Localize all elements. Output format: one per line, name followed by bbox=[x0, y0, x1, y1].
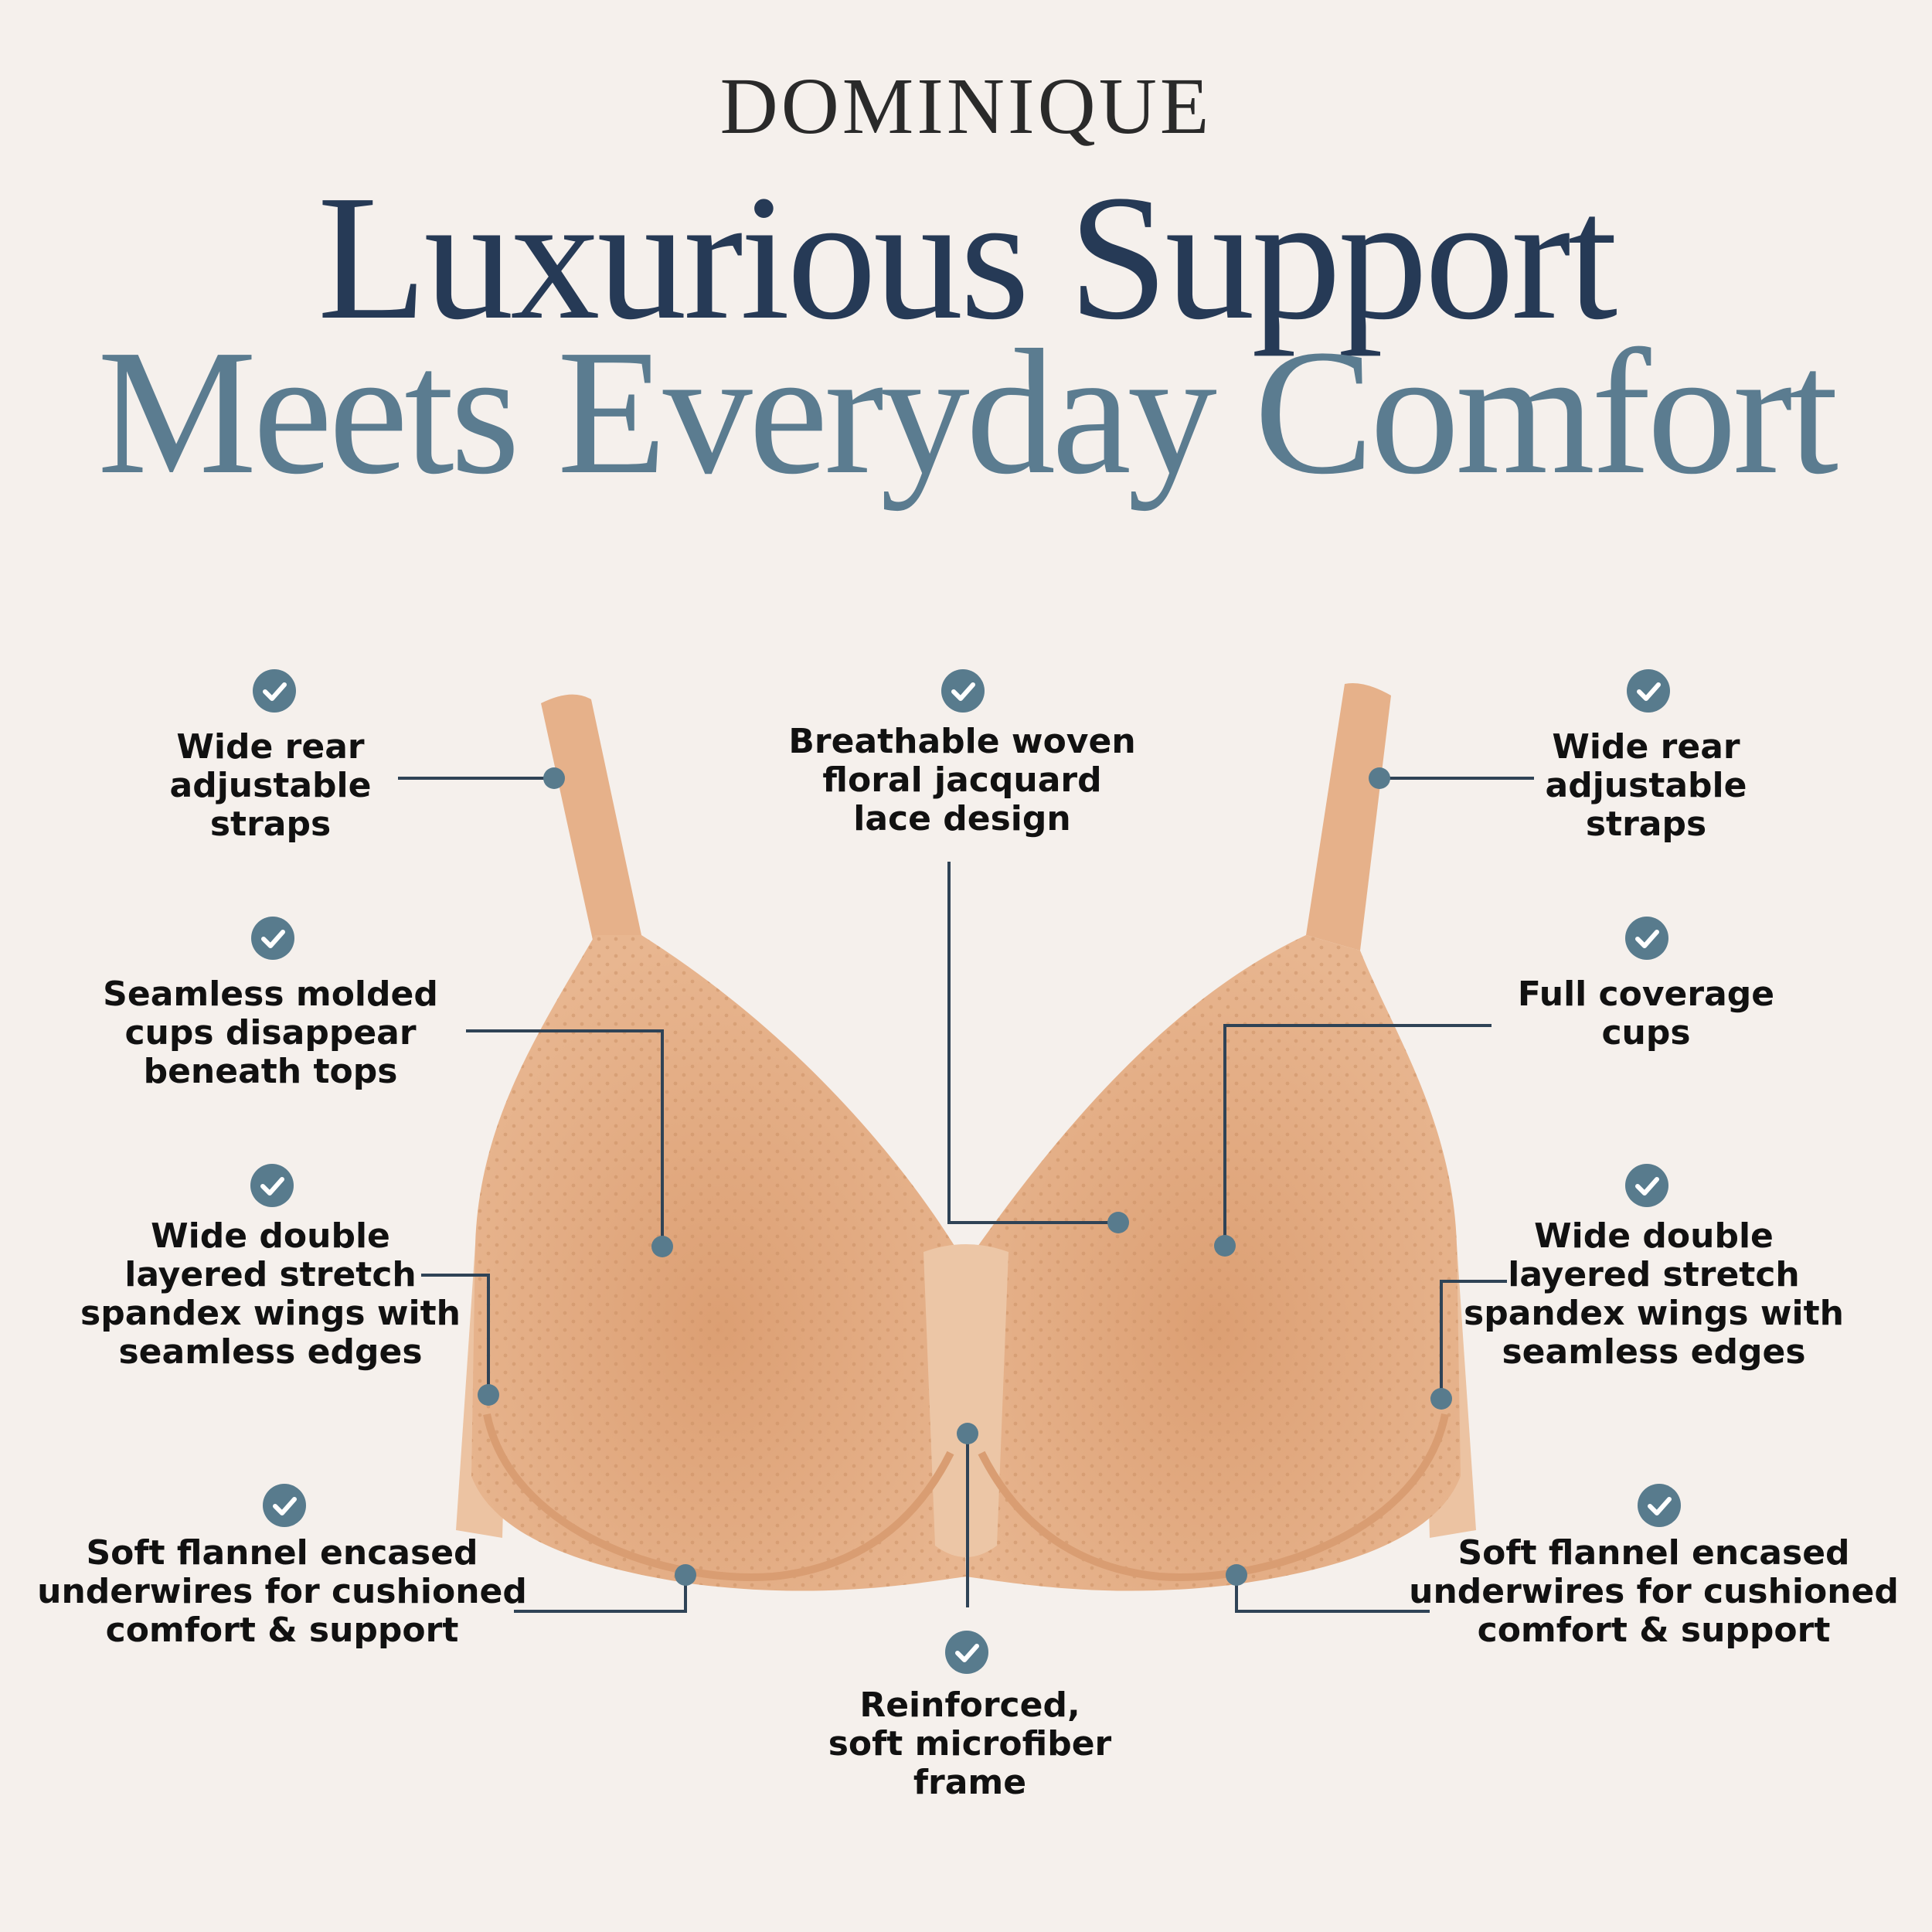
feature-left-wings: Wide double layered stretch spandex wing… bbox=[80, 1216, 461, 1372]
pointer-dot-icon bbox=[1107, 1212, 1129, 1233]
leader-right-underwire bbox=[1235, 1575, 1430, 1613]
checkmark-circle-icon bbox=[250, 1164, 294, 1207]
checkmark-circle-icon bbox=[263, 1484, 306, 1527]
feature-left-straps: Wide rear adjustable straps bbox=[169, 727, 372, 844]
brand-logo: DOMINIQUE bbox=[719, 62, 1213, 151]
leader-right-wings bbox=[1440, 1280, 1507, 1399]
right-underwire bbox=[978, 1413, 1449, 1581]
headline-line-2: Meets Everyday Comfort bbox=[97, 313, 1838, 512]
feature-left-underwire: Soft flannel encased underwires for cush… bbox=[37, 1533, 527, 1650]
pointer-dot-icon bbox=[1430, 1388, 1452, 1410]
pointer-dot-icon bbox=[957, 1423, 978, 1444]
checkmark-circle-icon bbox=[941, 669, 985, 713]
feature-right-wings: Wide double layered stretch spandex wing… bbox=[1464, 1216, 1844, 1372]
leader-left-wings bbox=[421, 1274, 490, 1395]
leader-left-cups bbox=[466, 1029, 664, 1247]
leader-center-lace bbox=[947, 862, 1118, 1224]
checkmark-circle-icon bbox=[1625, 1164, 1668, 1207]
pointer-dot-icon bbox=[543, 767, 565, 789]
pointer-dot-icon bbox=[1369, 767, 1390, 789]
feature-right-straps: Wide rear adjustable straps bbox=[1545, 727, 1747, 844]
center-frame bbox=[923, 1244, 1009, 1557]
checkmark-circle-icon bbox=[1625, 917, 1668, 960]
leader-right-cups bbox=[1223, 1024, 1492, 1246]
pointer-dot-icon bbox=[478, 1384, 499, 1406]
pointer-dot-icon bbox=[1214, 1235, 1236, 1257]
headline-line-1: Luxurious Support bbox=[317, 158, 1617, 357]
feature-center-frame: Reinforced, soft microfiber frame bbox=[828, 1685, 1112, 1802]
leader-left-underwire bbox=[514, 1575, 687, 1613]
leader-lines bbox=[398, 777, 1534, 1613]
left-strap bbox=[541, 694, 641, 951]
feature-right-cups: Full coverage cups bbox=[1517, 975, 1775, 1053]
pointer-dot-icon bbox=[675, 1564, 696, 1586]
checkmark-circle-icon bbox=[1638, 1484, 1681, 1527]
checkmark-circle-icon bbox=[253, 669, 296, 713]
right-strap bbox=[1306, 683, 1391, 951]
feature-right-underwire: Soft flannel encased underwires for cush… bbox=[1409, 1533, 1899, 1650]
pointer-dot-icon bbox=[651, 1236, 673, 1257]
pointer-dot-icon bbox=[1226, 1564, 1247, 1586]
checkmark-circle-icon bbox=[251, 917, 294, 960]
feature-left-cups: Seamless molded cups disappear beneath t… bbox=[103, 975, 438, 1091]
left-underwire bbox=[483, 1413, 954, 1581]
checkmark-circle-icon bbox=[945, 1631, 988, 1674]
checkmark-circle-icon bbox=[1627, 669, 1670, 713]
feature-center-lace: Breathable woven floral jacquard lace de… bbox=[788, 722, 1136, 838]
